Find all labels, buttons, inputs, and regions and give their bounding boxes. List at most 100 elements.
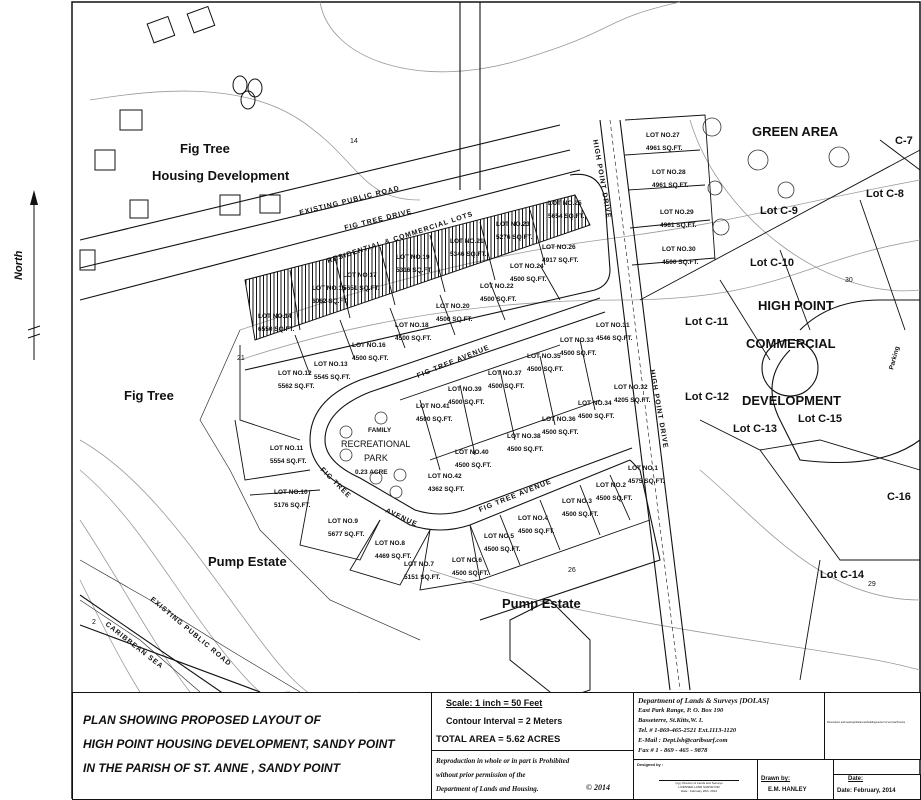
coastline	[79, 329, 421, 693]
lot-number-label: LOT NO.22	[480, 283, 514, 290]
place-label-fig-tree: Fig Tree	[180, 141, 230, 156]
lot-area-label: 4500 SQ.FT.	[518, 528, 555, 535]
commercial-lot-label: Lot C-11	[685, 316, 728, 328]
title-line-1: PLAN SHOWING PROPOSED LAYOUT OF	[83, 713, 321, 727]
parking-label: Parking	[888, 346, 901, 371]
lot-number-label: LOT NO.38	[507, 433, 541, 440]
reproduction-notice-2: without prior permission of the	[436, 771, 526, 779]
lot-number-label: LOT NO.32	[614, 384, 648, 391]
lot-area-label: 4500 SQ.FT.	[560, 350, 597, 357]
lot-boundaries	[234, 114, 921, 681]
lot-number-label: LOT NO.35	[527, 353, 561, 360]
copyright-text: © 2014	[586, 783, 610, 792]
date-value: Date: February, 2014	[837, 788, 896, 794]
contour-number: 2	[92, 619, 96, 626]
signature-line-1: (sg.) Director of Lands and Surveys	[675, 781, 723, 785]
commercial-lot-label: C-16	[887, 491, 911, 503]
lot-area-label: 4500 SQ.FT.	[562, 511, 599, 518]
date-label: Date:	[848, 776, 864, 782]
lot-area-label: 4961 SQ.FT.	[646, 145, 683, 152]
contour-interval-text: Contour Interval = 2 Meters	[446, 716, 563, 726]
lot-area-label: 4469 SQ.FT.	[375, 553, 412, 560]
commercial-lot-label: Lot C-10	[750, 257, 794, 269]
commercial-lot-label: Lot C-12	[685, 391, 729, 403]
lot-number-label: LOT NO.18	[395, 322, 429, 329]
lot-area-label: 4961 SQ.FT.	[660, 222, 697, 229]
lot-area-label: 5276 SQ.FT.	[496, 234, 533, 241]
fig-tree-avenue-upper-label: FIG TREE AVENUE	[416, 344, 491, 380]
lot-area-label: 4500 SQ.FT.	[527, 366, 564, 373]
lot-area-label: 5677 SQ.FT.	[328, 531, 365, 538]
lot-area-label: 4500 SQ.FT.	[455, 462, 492, 469]
title-line-3: IN THE PARISH OF ST. ANNE , SANDY POINT	[83, 761, 340, 775]
lot-area-label: 4500 SQ.FT.	[352, 355, 389, 362]
lot-number-label: LOT NO.40	[455, 449, 489, 456]
notes-text: Dimensions and bearings/distances/buildi…	[827, 721, 906, 724]
commercial-lot-label: Lot C-9	[760, 205, 798, 217]
lot-area-label: 5654 SQ.FT.	[548, 213, 585, 220]
lot-area-label: 5554 SQ.FT.	[270, 458, 307, 465]
lot-area-label: 5562 SQ.FT.	[278, 383, 315, 390]
signature-line-3: Date : February 26th, 2014	[681, 789, 717, 793]
reproduction-panel: Reproduction in whole or in part is Proh…	[431, 750, 634, 800]
lot-number-label: LOT NO.12	[278, 370, 312, 377]
title-line-2: HIGH POINT HOUSING DEVELOPMENT, SANDY PO…	[83, 737, 395, 751]
total-area-text: TOTAL AREA = 5.62 ACRES	[436, 734, 561, 745]
lot-area-label: 5651 SQ.FT.	[343, 285, 380, 292]
contour-number: 26	[568, 567, 576, 574]
lot-area-label: 4500 SQ.FT.	[395, 335, 432, 342]
roads	[79, 2, 921, 761]
lot-area-label: 6062 SQ.FT.	[312, 298, 349, 305]
reproduction-notice-1: Reproduction in whole or in part is Proh…	[436, 757, 570, 765]
lot-number-label: LOT NO.31	[596, 322, 630, 329]
lot-area-label: 6550 SQ.FT.	[258, 326, 295, 333]
lot-number-label: LOT NO.25	[548, 200, 582, 207]
existing-public-road-label: EXISTING PUBLIC ROAD	[299, 185, 401, 217]
lot-area-label: 5346 SQ.FT.	[450, 251, 487, 258]
tree-icons	[339, 117, 850, 499]
park-label-1: FAMILY	[368, 427, 392, 434]
lot-number-label: LOT NO.4	[518, 515, 548, 522]
place-label-fig-tree-west: Fig Tree	[124, 388, 174, 403]
lot-number-label: LOT NO.1	[628, 465, 658, 472]
lot-area-label: 4961 SQ.FT.	[652, 182, 689, 189]
lot-number-label: LOT NO.11	[270, 445, 304, 452]
commercial-lot-label: C-7	[895, 135, 913, 147]
drawn-by-name: E.M. HANLEY	[768, 787, 807, 793]
fax: Fax # 1 - 869 - 465 - 9878	[638, 747, 708, 754]
reproduction-notice-3: Department of Lands and Housing.	[436, 785, 539, 793]
lot-number-label: LOT NO.30	[662, 246, 696, 253]
lot-number-label: LOT NO.13	[314, 361, 348, 368]
lot-area-label: 4500 SQ.FT.	[542, 429, 579, 436]
designed-by-label: Designed by :	[637, 762, 664, 767]
lot-number-label: LOT NO.19	[396, 254, 430, 261]
lot-area-label: 4500 SQ.FT.	[662, 259, 699, 266]
address-line-2: Basseterre, St.Kitts,W. I.	[638, 717, 704, 724]
lot-number-label: LOT NO.26	[542, 244, 576, 251]
lot-area-label: 5151 SQ.FT.	[404, 574, 441, 581]
commercial-lot-label: Lot C-8	[866, 188, 904, 200]
lot-area-label: 4917 SQ.FT.	[542, 257, 579, 264]
department-panel: Department of Lands & Surveys [DOLAS] Ea…	[633, 692, 825, 760]
lot-area-label: 4500 SQ.FT.	[416, 416, 453, 423]
north-label: North	[13, 250, 25, 280]
contour-lines	[79, 1, 921, 701]
residential-commercial-lots-area	[244, 194, 591, 341]
avenue-curve-label: AVENUE	[384, 507, 418, 528]
scale-text: Scale: 1 inch = 50 Feet	[446, 698, 543, 708]
lot-area-label: 4546 SQ.FT.	[596, 335, 633, 342]
green-area-label: GREEN AREA	[752, 124, 839, 139]
lot-number-label: LOT NO.16	[352, 342, 386, 349]
lot-area-label: 4500 SQ.FT.	[484, 546, 521, 553]
department-name: Department of Lands & Surveys [DOLAS]	[638, 696, 770, 705]
lot-area-label: 4500 SQ.FT.	[452, 570, 489, 577]
park-label-2: RECREATIONAL	[341, 439, 410, 449]
lot-area-label: 4500 SQ.FT.	[488, 383, 525, 390]
blank-cell	[757, 759, 834, 775]
lot-number-label: LOT NO.42	[428, 473, 462, 480]
lot-number-label: LOT NO.39	[448, 386, 482, 393]
commercial-label: COMMERCIAL	[746, 336, 836, 351]
lot-area-label: 4500 SQ.FT.	[480, 296, 517, 303]
lot-number-label: LOT NO.21	[450, 238, 484, 245]
